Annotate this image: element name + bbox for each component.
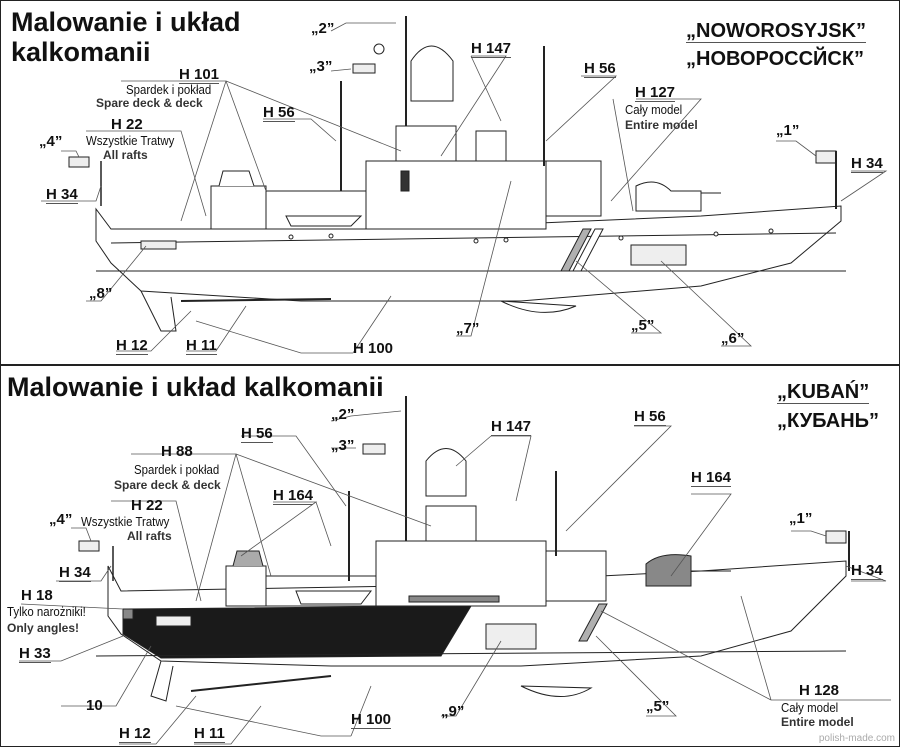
decal-1-label: „1” (789, 510, 813, 527)
kuban-ship-drawing (19, 396, 891, 745)
paint-h100-label: H 100 (351, 711, 392, 729)
decal-3-label: „3” (309, 58, 333, 75)
only-angles-pl-text: Tylko narożniki! (7, 604, 86, 619)
rafts-en-text: All rafts (127, 529, 172, 543)
decal-7-label: „7” (456, 320, 480, 337)
decal-1-label: „1” (776, 122, 800, 139)
paint-h147-label: H 147 (491, 418, 532, 436)
ship-name-cyrillic: „НОВОРОССЙСК” (686, 48, 865, 70)
spardek-text: Spardek i pokład (134, 462, 220, 477)
entire-model-en-text: Entire model (625, 118, 698, 132)
entire-model-en-text: Entire model (781, 715, 854, 729)
paint-h164-label: H 164 (273, 487, 314, 505)
paint-h34-label: H 34 (46, 186, 78, 204)
paint-h127-label: H 127 (635, 84, 676, 102)
ship-name-cyrillic: „КУБАНЬ” (777, 410, 880, 432)
only-angles-en-text: Only angles! (7, 621, 80, 635)
spardek-text: Spardek i pokład (126, 82, 212, 97)
paint-h18-label: H 18 (21, 587, 53, 604)
decal-5-label: „5” (631, 317, 655, 334)
paint-h56-label: H 56 (263, 104, 295, 122)
decal-8-label: „8” (89, 285, 113, 302)
rafts-pl-text: Wszystkie Tratwy (86, 133, 175, 148)
paint-h56-label-2: H 56 (584, 60, 616, 78)
ship-name-latin: „KUBAŃ” (777, 381, 870, 404)
panel-title: Malowanie i układ kalkomanii (7, 372, 384, 402)
paint-h147-label: H 147 (471, 40, 512, 58)
entire-model-pl-text: Cały model (781, 700, 839, 715)
paint-h22-label: H 22 (131, 497, 163, 514)
kuban-panel: Malowanie i układ kalkomanii „KUBAŃ” „КУ… (0, 365, 900, 747)
paint-h164-label-2: H 164 (691, 469, 732, 487)
noworosyjsk-ship-drawing (41, 16, 888, 354)
rafts-en-text: All rafts (103, 148, 148, 162)
decal-2-label: „2” (311, 20, 335, 37)
paint-h100-label: H 100 (353, 340, 394, 357)
decal-9-label: „9” (441, 703, 465, 720)
decal-3-label: „3” (331, 437, 355, 454)
ship-name-latin: „NOWOROSYJSK” (686, 20, 867, 43)
paint-h12-label: H 12 (119, 725, 151, 743)
paint-h11-label: H 11 (194, 725, 225, 743)
panel-title: Malowanie i układ kalkomanii (11, 7, 241, 67)
paint-h34-label-2: H 34 (851, 155, 883, 173)
paint-h128-label: H 128 (799, 682, 840, 699)
paint-h12-label: H 12 (116, 337, 148, 355)
paint-h101-label: H 101 (179, 66, 220, 84)
entire-model-pl-text: Cały model (625, 102, 683, 117)
paint-h11-label: H 11 (186, 337, 217, 355)
spare-deck-text: Spare deck & deck (96, 96, 203, 110)
decal-5-label: „5” (646, 698, 670, 715)
decal-6-label: „6” (721, 330, 745, 347)
watermark: polish-made.com (818, 733, 895, 744)
paint-h34-label-2: H 34 (851, 562, 883, 580)
decal-4-label: „4” (39, 133, 63, 150)
paint-h22-label: H 22 (111, 116, 143, 133)
decal-10-label: 10 (86, 697, 103, 714)
paint-h88-label: H 88 (161, 443, 193, 460)
paint-h34-label: H 34 (59, 564, 91, 582)
paint-h56-label-2: H 56 (634, 408, 666, 426)
noworosyjsk-panel: Malowanie i układ kalkomanii „NOWOROSYJS… (0, 0, 900, 365)
decal-4-label: „4” (49, 511, 73, 528)
decal-2-label: „2” (331, 406, 355, 423)
rafts-pl-text: Wszystkie Tratwy (81, 514, 170, 529)
paint-h56-label: H 56 (241, 425, 273, 443)
paint-h33-label: H 33 (19, 645, 51, 663)
spare-deck-text: Spare deck & deck (114, 478, 221, 492)
